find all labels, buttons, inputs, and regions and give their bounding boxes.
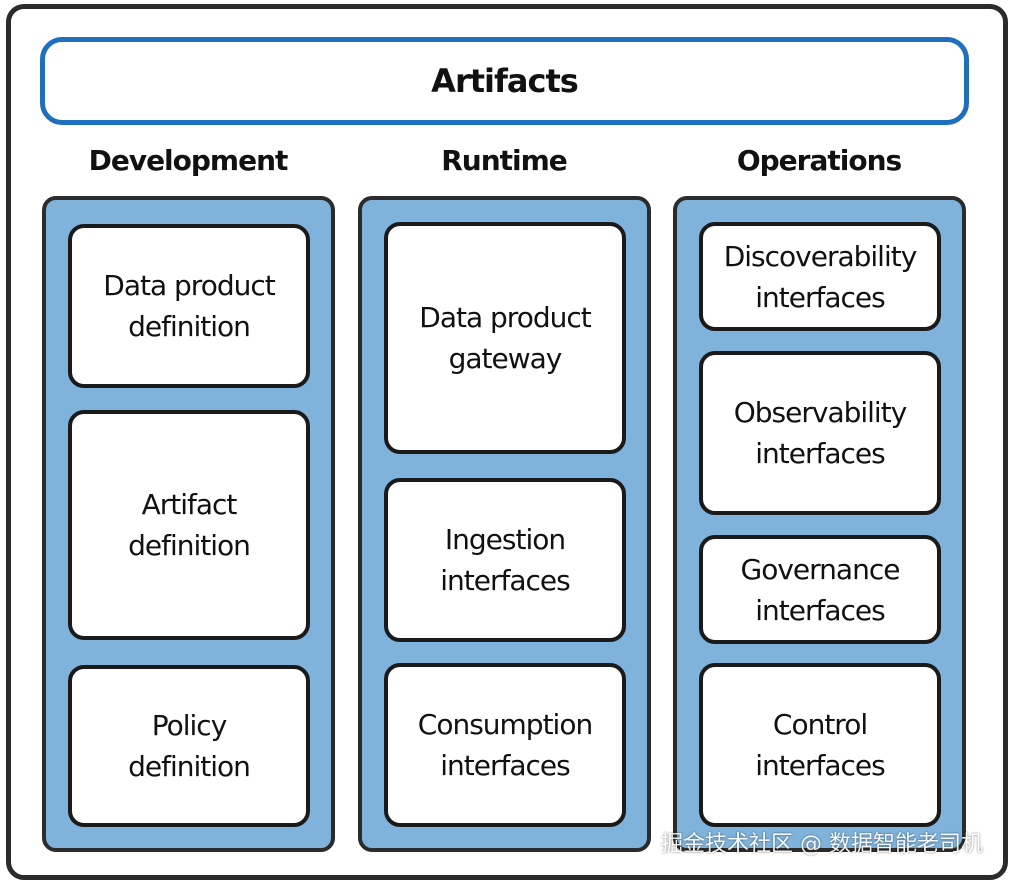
box-label: Data product gateway xyxy=(419,301,591,375)
heading-development: Development xyxy=(88,143,289,177)
box-governance-interfaces: Governance interfaces xyxy=(699,535,941,644)
box-consumption-interfaces: Consumption interfaces xyxy=(384,663,626,827)
box-data-product-gateway: Data product gateway xyxy=(384,222,626,454)
box-policy-definition: Policy definition xyxy=(68,665,310,827)
box-label: Data product definition xyxy=(103,269,275,343)
panel-development: Data product definition Artifact definit… xyxy=(42,196,335,852)
box-label: Consumption interfaces xyxy=(417,708,593,782)
box-label: Policy definition xyxy=(128,709,251,783)
box-ingestion-interfaces: Ingestion interfaces xyxy=(384,478,626,642)
box-label: Artifact definition xyxy=(128,488,251,562)
box-artifact-definition: Artifact definition xyxy=(68,410,310,640)
title-text: Artifacts xyxy=(431,62,579,100)
box-label: Observability interfaces xyxy=(733,396,908,470)
watermark: 掘金技术社区 @ 数据智能老司机 xyxy=(661,832,983,857)
box-observability-interfaces: Observability interfaces xyxy=(699,351,941,515)
panel-runtime: Data product gateway Ingestion interface… xyxy=(358,196,651,852)
box-label: Control interfaces xyxy=(755,708,885,782)
box-discoverability-interfaces: Discoverability interfaces xyxy=(699,222,941,331)
artifacts-title: Artifacts xyxy=(40,37,969,125)
box-label: Discoverability interfaces xyxy=(723,239,918,314)
box-control-interfaces: Control interfaces xyxy=(699,663,941,827)
box-label: Ingestion interfaces xyxy=(440,523,570,597)
panel-operations: Discoverability interfaces Observability… xyxy=(673,196,966,852)
box-data-product-definition: Data product definition xyxy=(68,224,310,388)
heading-runtime: Runtime xyxy=(441,143,568,177)
box-label: Governance interfaces xyxy=(740,552,901,627)
heading-operations: Operations xyxy=(736,143,902,177)
